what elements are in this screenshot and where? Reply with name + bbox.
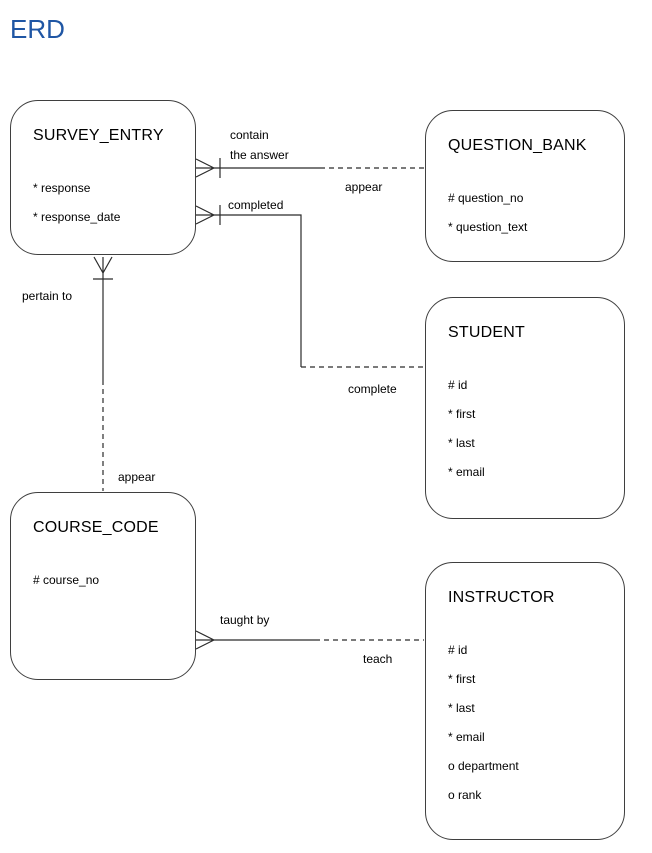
crow-foot-icon [93, 256, 113, 274]
attribute-list: # id * first * last * email o department… [448, 643, 602, 817]
entity-title: INSTRUCTOR [448, 589, 555, 606]
rel-label-completed: completed [228, 198, 284, 212]
entity-question-bank: QUESTION_BANK # question_no * question_t… [425, 110, 625, 262]
entity-instructor: INSTRUCTOR # id * first * last * email o… [425, 562, 625, 840]
attribute: o department [448, 759, 519, 773]
entity-survey-entry: SURVEY_ENTRY * response * response_date [10, 100, 196, 255]
attribute: * email [448, 465, 485, 479]
rel-label-contain-the-answer: contain the answer [230, 128, 289, 162]
attribute: * last [448, 436, 475, 450]
rel-label-appear-course: appear [118, 470, 156, 484]
entity-title: COURSE_CODE [33, 519, 159, 536]
rel-label-complete: complete [348, 382, 397, 396]
entity-student: STUDENT # id * first * last * email [425, 297, 625, 519]
attribute: * last [448, 701, 475, 715]
attribute: * response [33, 181, 91, 195]
connector-course-instructor [195, 630, 424, 650]
attribute-list: # question_no * question_text [448, 191, 602, 249]
attribute: * email [448, 730, 485, 744]
attribute: * first [448, 672, 476, 686]
rel-label-taught-by: taught by [220, 613, 270, 627]
attribute: # id [448, 643, 468, 657]
attribute: o rank [448, 788, 482, 802]
attribute-list: # id * first * last * email [448, 378, 602, 494]
rel-label-appear-question: appear [345, 180, 383, 194]
page-title: ERD [10, 14, 65, 44]
attribute: # question_no [448, 191, 524, 205]
entity-title: STUDENT [448, 324, 525, 341]
entity-title: SURVEY_ENTRY [33, 127, 164, 144]
crow-foot-icon [195, 630, 215, 650]
entity-title: QUESTION_BANK [448, 137, 587, 154]
attribute: * question_text [448, 220, 528, 234]
attribute: * response_date [33, 210, 121, 224]
rel-label-teach: teach [363, 652, 393, 666]
connector-survey-question [195, 158, 424, 178]
attribute-list: * response * response_date [33, 181, 173, 239]
connector-survey-student [195, 205, 424, 368]
rel-label-pertain-to: pertain to [22, 289, 73, 303]
connector-survey-course [93, 256, 113, 491]
entity-course-code: COURSE_CODE # course_no [10, 492, 196, 680]
attribute: * first [448, 407, 476, 421]
attribute: # id [448, 378, 468, 392]
crow-foot-icon [195, 205, 215, 225]
crow-foot-icon [195, 158, 215, 178]
attribute: # course_no [33, 573, 100, 587]
attribute-list: # course_no [33, 573, 173, 602]
